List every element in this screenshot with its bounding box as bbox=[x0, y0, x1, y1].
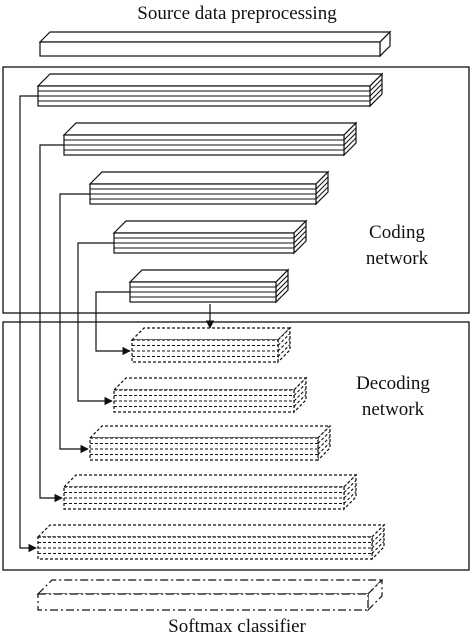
skip-connection-3 bbox=[59, 193, 90, 454]
decoder-layer-2 bbox=[112, 376, 308, 414]
decoding-network-frame bbox=[2, 321, 470, 571]
skip-connection-2 bbox=[39, 144, 64, 503]
softmax-classifier-title: Softmax classifier bbox=[168, 616, 306, 634]
source-data-slab bbox=[38, 30, 392, 58]
coding-network-frame bbox=[2, 66, 470, 314]
decoder-layer-5 bbox=[36, 523, 386, 561]
skip-connection-1 bbox=[19, 95, 38, 553]
decoding-network-label-line2: network bbox=[362, 399, 425, 420]
coding-network-label-line1: Coding bbox=[369, 222, 425, 243]
decoding-network-label-line1: Decoding bbox=[356, 373, 430, 394]
skip-connection-4 bbox=[77, 242, 114, 406]
skip-connection-5 bbox=[95, 291, 131, 356]
coding-network-label-line2: network bbox=[366, 248, 429, 269]
source-preprocessing-title: Source data preprocessing bbox=[137, 3, 337, 24]
encoder-layer-3 bbox=[88, 170, 330, 206]
encoder-layer-1 bbox=[36, 72, 384, 108]
encoder-layer-5 bbox=[128, 268, 290, 304]
network-layers bbox=[36, 30, 392, 612]
decoder-layer-3 bbox=[88, 424, 332, 462]
decoder-layer-1 bbox=[130, 326, 292, 364]
decoder-layer-4 bbox=[62, 473, 358, 511]
encoder-layer-2 bbox=[62, 121, 358, 157]
skip-connections bbox=[19, 95, 215, 553]
softmax-classifier-slab bbox=[36, 578, 384, 612]
encoder-layer-4 bbox=[112, 219, 308, 255]
